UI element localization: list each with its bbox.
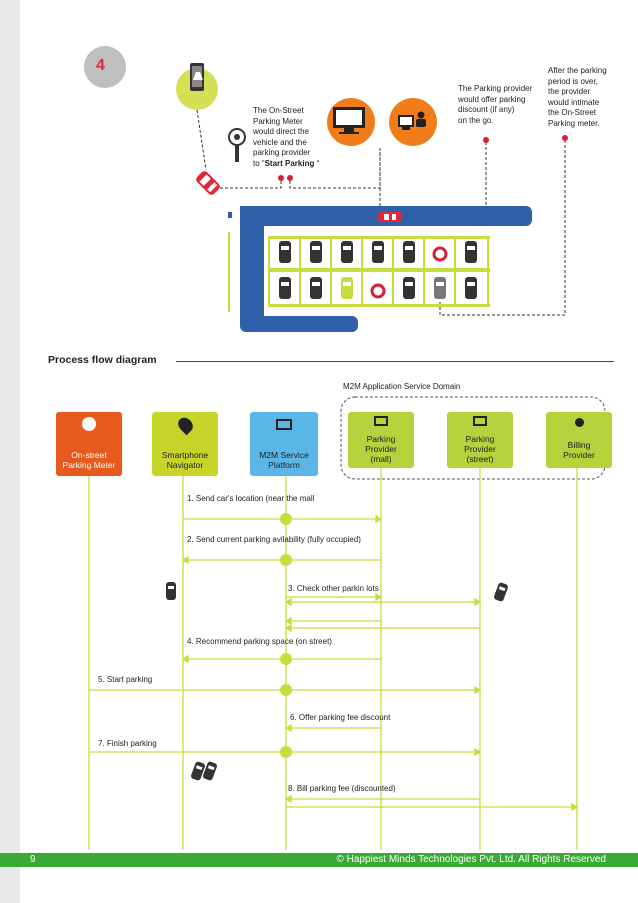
- parking-meter-icon: [82, 417, 96, 431]
- section-title: Process flow diagram: [48, 354, 157, 366]
- parked-cars-row2: [279, 277, 477, 299]
- message-2: 2. Send current parking avilability (ful…: [187, 535, 361, 544]
- actor-provider-street: Parking Provider (street): [447, 412, 513, 468]
- page-number: 9: [30, 854, 36, 865]
- provider-note: The Parking provider would offer parking…: [458, 84, 533, 125]
- step-badge-circle: [84, 46, 126, 88]
- sequence-diagram: [88, 396, 606, 850]
- footer-bar: 9 © Happiest Minds Technologies Pvt. Ltd…: [0, 853, 638, 867]
- message-1: 1. Send car's location (near the mall: [187, 494, 315, 503]
- message-4: 4. Recommend parking space (on street): [187, 637, 332, 646]
- message-8: 8. Bill parking fee (discounted): [288, 784, 396, 793]
- sequence-car-icons: [166, 582, 508, 781]
- message-7: 7. Finish parking: [98, 739, 157, 748]
- meter-note: The On-Street Parking Meter would direct…: [253, 106, 320, 168]
- after-note: After the parking period is over, the pr…: [548, 66, 607, 128]
- actor-smartphone-navigator: Smartphone Navigator: [152, 412, 218, 476]
- provider-desk-icon: [374, 416, 388, 426]
- parked-cars-row1: [279, 241, 477, 263]
- actor-parking-meter: On-street Parking Meter: [56, 412, 122, 476]
- message-3: 3. Check other parkin lots: [288, 584, 379, 593]
- actor-billing-provider: Billing Provider: [546, 412, 612, 468]
- section-rule: [176, 361, 614, 362]
- step-badge: 4: [96, 57, 105, 74]
- location-pin-icon: [175, 414, 196, 436]
- message-6: 6. Offer parking fee discount: [290, 713, 391, 722]
- provider-desk-icon: [473, 416, 487, 426]
- actor-provider-mall: Parking Provider (mall): [348, 412, 414, 468]
- domain-label: M2M Application Service Domain: [343, 382, 461, 391]
- parking-illustration: [84, 46, 568, 332]
- person-icon: [575, 418, 584, 427]
- copyright: © Happiest Minds Technologies Pvt. Ltd. …: [336, 854, 606, 865]
- actor-m2m-platform: M2M Service Platform: [250, 412, 318, 476]
- left-margin-bar: [0, 0, 20, 903]
- road: [240, 206, 532, 332]
- message-5: 5. Start parking: [98, 675, 153, 684]
- red-car-icon: [196, 171, 220, 195]
- road-car-icon: [378, 212, 402, 222]
- laptop-icon: [276, 419, 292, 430]
